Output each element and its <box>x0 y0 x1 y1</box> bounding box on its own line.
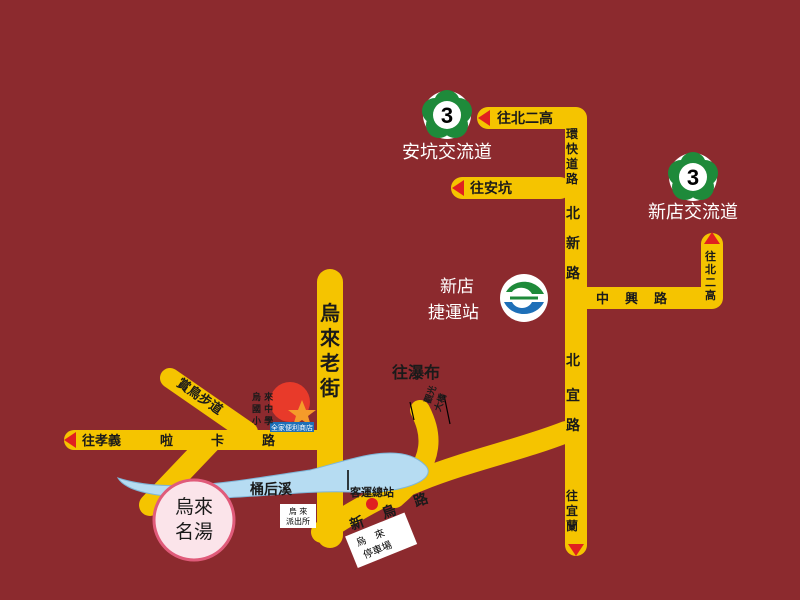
svg-text:宜: 宜 <box>566 503 578 518</box>
svg-text:烏來: 烏來 <box>175 496 213 518</box>
label-beierGao-right: 往 北 二 高 <box>705 249 716 302</box>
svg-text:烏 來: 烏 來 <box>289 506 308 516</box>
flower-route-badge-icon: 3 <box>668 152 718 201</box>
svg-text:路: 路 <box>566 171 579 186</box>
store-marker: 全家便利商店 <box>270 382 316 432</box>
svg-text:路: 路 <box>566 417 581 434</box>
svg-text:來: 來 <box>320 326 340 350</box>
svg-text:往: 往 <box>705 249 716 263</box>
flower-route-badge-icon: 3 <box>422 90 472 139</box>
interchange-ankeng: 3 安坑交流道 <box>402 90 492 163</box>
svg-text:北: 北 <box>566 206 580 222</box>
svg-text:新: 新 <box>566 235 580 252</box>
road-trail <box>160 368 258 442</box>
svg-text:高: 高 <box>705 288 716 302</box>
label-beiyi-road: 北 宜 路 <box>566 353 581 434</box>
arrow-left-icon <box>478 110 490 126</box>
label-to-yilan: 往 宜 蘭 <box>566 488 578 533</box>
svg-text:新店: 新店 <box>440 277 474 297</box>
hotspring-badge: 烏來 名湯 <box>152 478 236 562</box>
mrt-station: 新店 捷運站 <box>428 274 548 323</box>
svg-text:全家便利商店: 全家便利商店 <box>271 423 313 432</box>
bus-terminal-marker-icon <box>366 498 378 510</box>
svg-text:國 中: 國 中 <box>252 403 273 415</box>
direction-arrows <box>64 110 720 556</box>
interchange-number: 3 <box>687 165 699 190</box>
svg-text:烏: 烏 <box>320 301 340 325</box>
store-sign <box>270 422 314 432</box>
interchange-number: 3 <box>441 103 453 128</box>
label-huankuai-road: 環 快 道 路 <box>566 127 579 186</box>
interchange-label: 安坑交流道 <box>402 142 492 163</box>
label-river: 桶后溪 <box>250 481 293 498</box>
label-to-xiaoyi: 往孝義 <box>82 433 121 449</box>
svg-text:二: 二 <box>705 276 716 289</box>
parking-lot: 烏 來 停車場 <box>345 512 418 568</box>
label-wulai-old-street: 烏 來 老 街 <box>319 301 340 400</box>
svg-text:名湯: 名湯 <box>175 521 213 543</box>
svg-text:往: 往 <box>566 488 578 503</box>
svg-text:客運總站: 客運總站 <box>349 485 394 499</box>
arrow-left-icon <box>64 432 76 448</box>
label-to-beierGao-top: 往北二高 <box>497 110 553 127</box>
label-beixin-road: 北 新 路 <box>566 206 581 282</box>
interchange-xindian: 3 新店交流道 <box>648 152 738 223</box>
svg-text:快: 快 <box>566 141 579 156</box>
arrow-left-icon <box>452 180 464 196</box>
svg-text:捷運站: 捷運站 <box>428 303 479 323</box>
label-to-ankeng: 往安坑 <box>470 180 512 197</box>
svg-text:小 學: 小 學 <box>251 415 273 427</box>
label-laka-road: 啦卡路 <box>160 433 313 449</box>
label-to-waterfall: 往瀑布 <box>392 363 440 382</box>
road-to-beierGao-top <box>477 107 587 351</box>
svg-text:路: 路 <box>566 265 581 282</box>
svg-text:老: 老 <box>320 351 340 375</box>
bus-terminal: 客運總站 <box>347 470 394 510</box>
svg-text:派出所: 派出所 <box>286 516 310 526</box>
mrt-logo-icon <box>500 274 548 322</box>
interchange-label: 新店交流道 <box>648 202 738 223</box>
svg-text:宜: 宜 <box>566 387 580 404</box>
police-station: 烏 來 派出所 <box>280 504 316 528</box>
arrow-down-icon <box>568 544 584 556</box>
svg-text:蘭: 蘭 <box>566 518 578 533</box>
star-icon <box>288 400 316 426</box>
label-zhongxing-road: 中興路 <box>596 291 683 307</box>
road-zhongxing <box>565 233 723 309</box>
svg-text:烏 來: 烏 來 <box>252 391 274 403</box>
svg-text:街: 街 <box>319 376 340 400</box>
svg-text:道: 道 <box>566 156 578 171</box>
svg-text:北: 北 <box>566 353 580 369</box>
label-school: 烏 來 國 中 小 學 <box>251 391 274 427</box>
arrow-up-icon <box>704 232 720 244</box>
svg-text:環: 環 <box>566 127 579 141</box>
svg-text:北: 北 <box>705 262 716 276</box>
